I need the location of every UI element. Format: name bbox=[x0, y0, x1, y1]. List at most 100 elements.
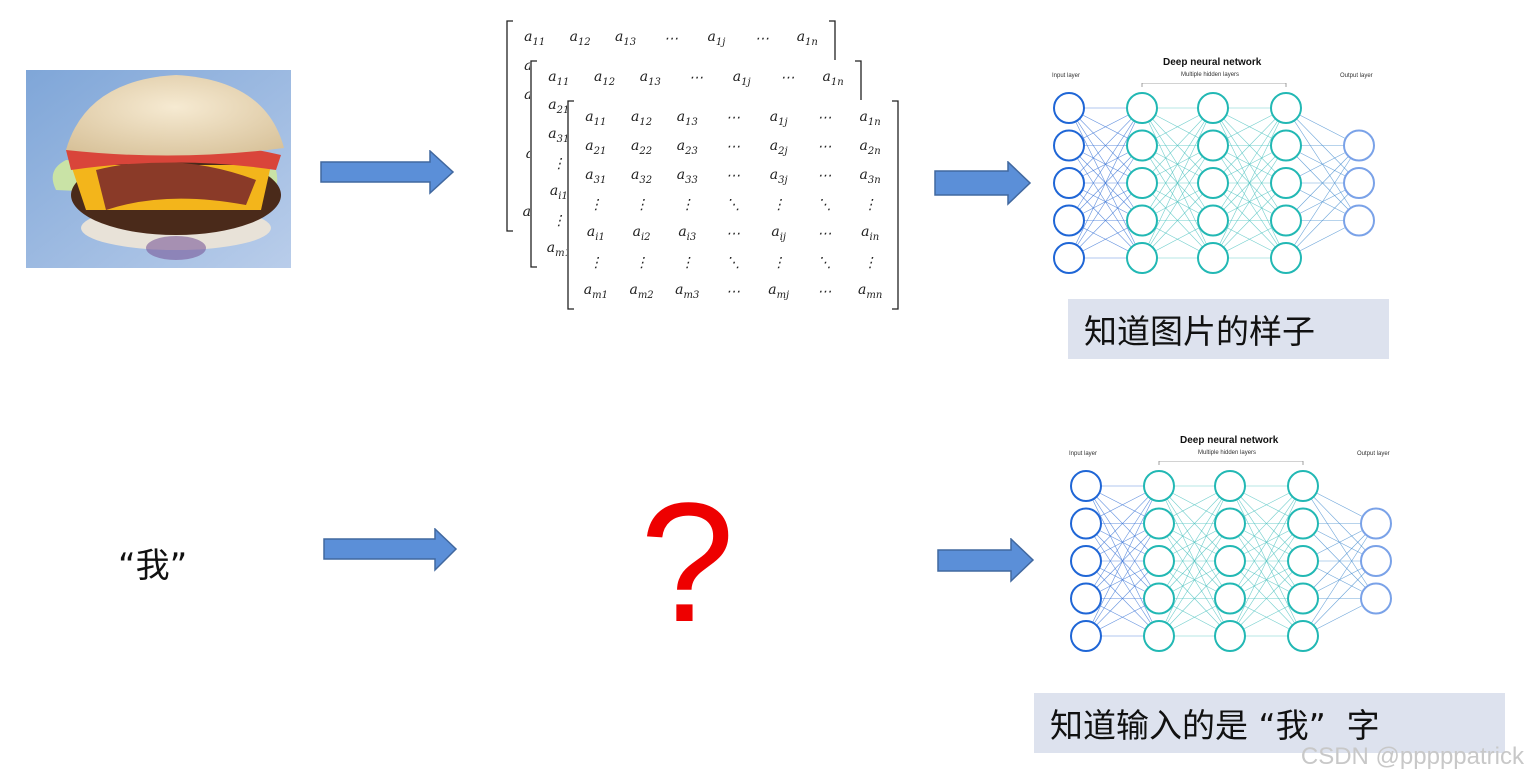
matrix-entry: ⋯ bbox=[725, 225, 740, 242]
matrix-brackets bbox=[567, 100, 899, 310]
input-layer-label: Input layer bbox=[1069, 451, 1098, 457]
matrix-entry: a13 bbox=[676, 109, 698, 128]
matrix-entry: a1j bbox=[732, 68, 751, 88]
neuron-node bbox=[1197, 242, 1229, 274]
network-graph bbox=[1070, 461, 1392, 652]
matrix-entry: ⋯ bbox=[817, 225, 832, 242]
matrix-entry: a12 bbox=[569, 29, 591, 48]
matrix-entry: ai3 bbox=[678, 224, 697, 244]
matrix-entry: amj bbox=[768, 282, 790, 301]
matrix-entry: ⋯ bbox=[754, 30, 769, 47]
matrix-entry: a31 bbox=[585, 166, 607, 186]
matrix-entry: ⋮ bbox=[771, 254, 786, 271]
matrix-entry: am1 bbox=[546, 240, 571, 260]
matrix-entry: ⋯ bbox=[663, 30, 678, 47]
connection-line bbox=[1212, 145, 1287, 259]
neuron-node bbox=[1053, 92, 1085, 124]
connection-line bbox=[1158, 560, 1231, 637]
caption-image-shape: 知道图片的样子 bbox=[1068, 299, 1389, 359]
hamburger-image bbox=[26, 70, 291, 268]
neuron-node bbox=[1287, 620, 1319, 652]
matrix-entry: a1n bbox=[822, 68, 844, 88]
neuron-node bbox=[1270, 129, 1302, 162]
neuron-node bbox=[1270, 92, 1302, 124]
matrix-entry: am3 bbox=[675, 282, 700, 301]
matrix-entry: ⋮ bbox=[771, 196, 786, 213]
connection-line bbox=[1229, 485, 1304, 599]
matrix-entry: ⋯ bbox=[725, 168, 740, 185]
connection-line bbox=[1141, 182, 1214, 259]
connection-line bbox=[1229, 485, 1304, 637]
matrix-entry: ⋱ bbox=[725, 196, 740, 213]
matrix-entry: ai1 bbox=[586, 224, 605, 244]
neuron-node bbox=[1126, 204, 1158, 237]
neuron-node bbox=[1197, 167, 1229, 199]
matrix-entry: ⋱ bbox=[817, 254, 832, 271]
neuron-node bbox=[1270, 204, 1302, 237]
matrix-entry: ⋯ bbox=[817, 139, 832, 156]
matrix-entry: a33 bbox=[676, 166, 698, 186]
neuron-node bbox=[1287, 582, 1319, 615]
connection-line bbox=[1085, 485, 1160, 599]
connection-line bbox=[1285, 145, 1360, 221]
matrix-entry: am2 bbox=[629, 282, 654, 301]
matrix-entry: ⋮ bbox=[551, 213, 566, 230]
matrix-entry: ⋯ bbox=[725, 283, 740, 300]
matrix-entry: amn bbox=[857, 282, 883, 301]
neuron-node bbox=[1270, 167, 1302, 199]
network-graph bbox=[1053, 83, 1375, 274]
matrix-entry: am1 bbox=[583, 282, 608, 301]
matrix-entry: ⋯ bbox=[817, 168, 832, 185]
neuron-node bbox=[1126, 129, 1158, 162]
hidden-layers-bracket bbox=[1158, 461, 1304, 465]
matrix-entry: ⋮ bbox=[680, 196, 695, 213]
neuron-node bbox=[1070, 545, 1102, 577]
matrix-entry: a12 bbox=[631, 109, 653, 128]
matrix-entry: ⋮ bbox=[634, 196, 649, 213]
connection-line bbox=[1285, 182, 1360, 259]
connection-line bbox=[1085, 485, 1160, 637]
arrow-right-icon bbox=[934, 161, 1032, 206]
matrix-entry: ⋮ bbox=[863, 196, 878, 213]
connection-line bbox=[1212, 182, 1287, 259]
neuron-node bbox=[1070, 470, 1102, 502]
neuron-node bbox=[1287, 545, 1319, 577]
neuron-node bbox=[1214, 470, 1246, 502]
matrix-entry: a11 bbox=[524, 29, 546, 48]
matrix-entry: a3n bbox=[859, 166, 881, 186]
neuron-node bbox=[1197, 92, 1229, 124]
connection-line bbox=[1302, 523, 1377, 637]
connection-line bbox=[1068, 107, 1143, 259]
network-title: Deep neural network bbox=[1163, 57, 1262, 68]
matrix-entry: ⋯ bbox=[817, 283, 832, 300]
matrix-entry: ai2 bbox=[632, 224, 651, 244]
hidden-layers-label: Multiple hidden layers bbox=[1198, 450, 1257, 456]
neural-network-diagram: Deep neural network Input layer Multiple… bbox=[1045, 55, 1390, 290]
matrix-entry: ⋯ bbox=[688, 70, 703, 87]
neuron-node bbox=[1214, 620, 1246, 652]
neuron-node bbox=[1343, 167, 1375, 199]
matrix-entry: a13 bbox=[615, 29, 637, 48]
matrix-entry: a1n bbox=[859, 109, 881, 128]
matrix-entry: a21 bbox=[548, 97, 570, 117]
output-layer-label: Output layer bbox=[1340, 73, 1373, 79]
connection-line bbox=[1085, 560, 1160, 637]
connection-line bbox=[1085, 485, 1160, 562]
neuron-node bbox=[1053, 129, 1085, 162]
neuron-node bbox=[1343, 204, 1375, 237]
neuron-node bbox=[1143, 545, 1175, 577]
connection-line bbox=[1229, 560, 1304, 637]
neuron-node bbox=[1070, 507, 1102, 540]
matrix-entry: ⋱ bbox=[725, 254, 740, 271]
matrix-entry: ⋮ bbox=[588, 254, 603, 271]
matrix-entry: ai1 bbox=[549, 183, 568, 202]
neuron-node bbox=[1053, 204, 1085, 237]
matrix-entry: ⋯ bbox=[780, 70, 795, 87]
connection-line bbox=[1158, 485, 1231, 599]
neuron-node bbox=[1197, 204, 1229, 237]
matrix-entry: a1j bbox=[707, 29, 726, 48]
question-mark: ? bbox=[640, 468, 735, 658]
neuron-node bbox=[1126, 92, 1158, 124]
input-layer-label: Input layer bbox=[1052, 73, 1081, 79]
